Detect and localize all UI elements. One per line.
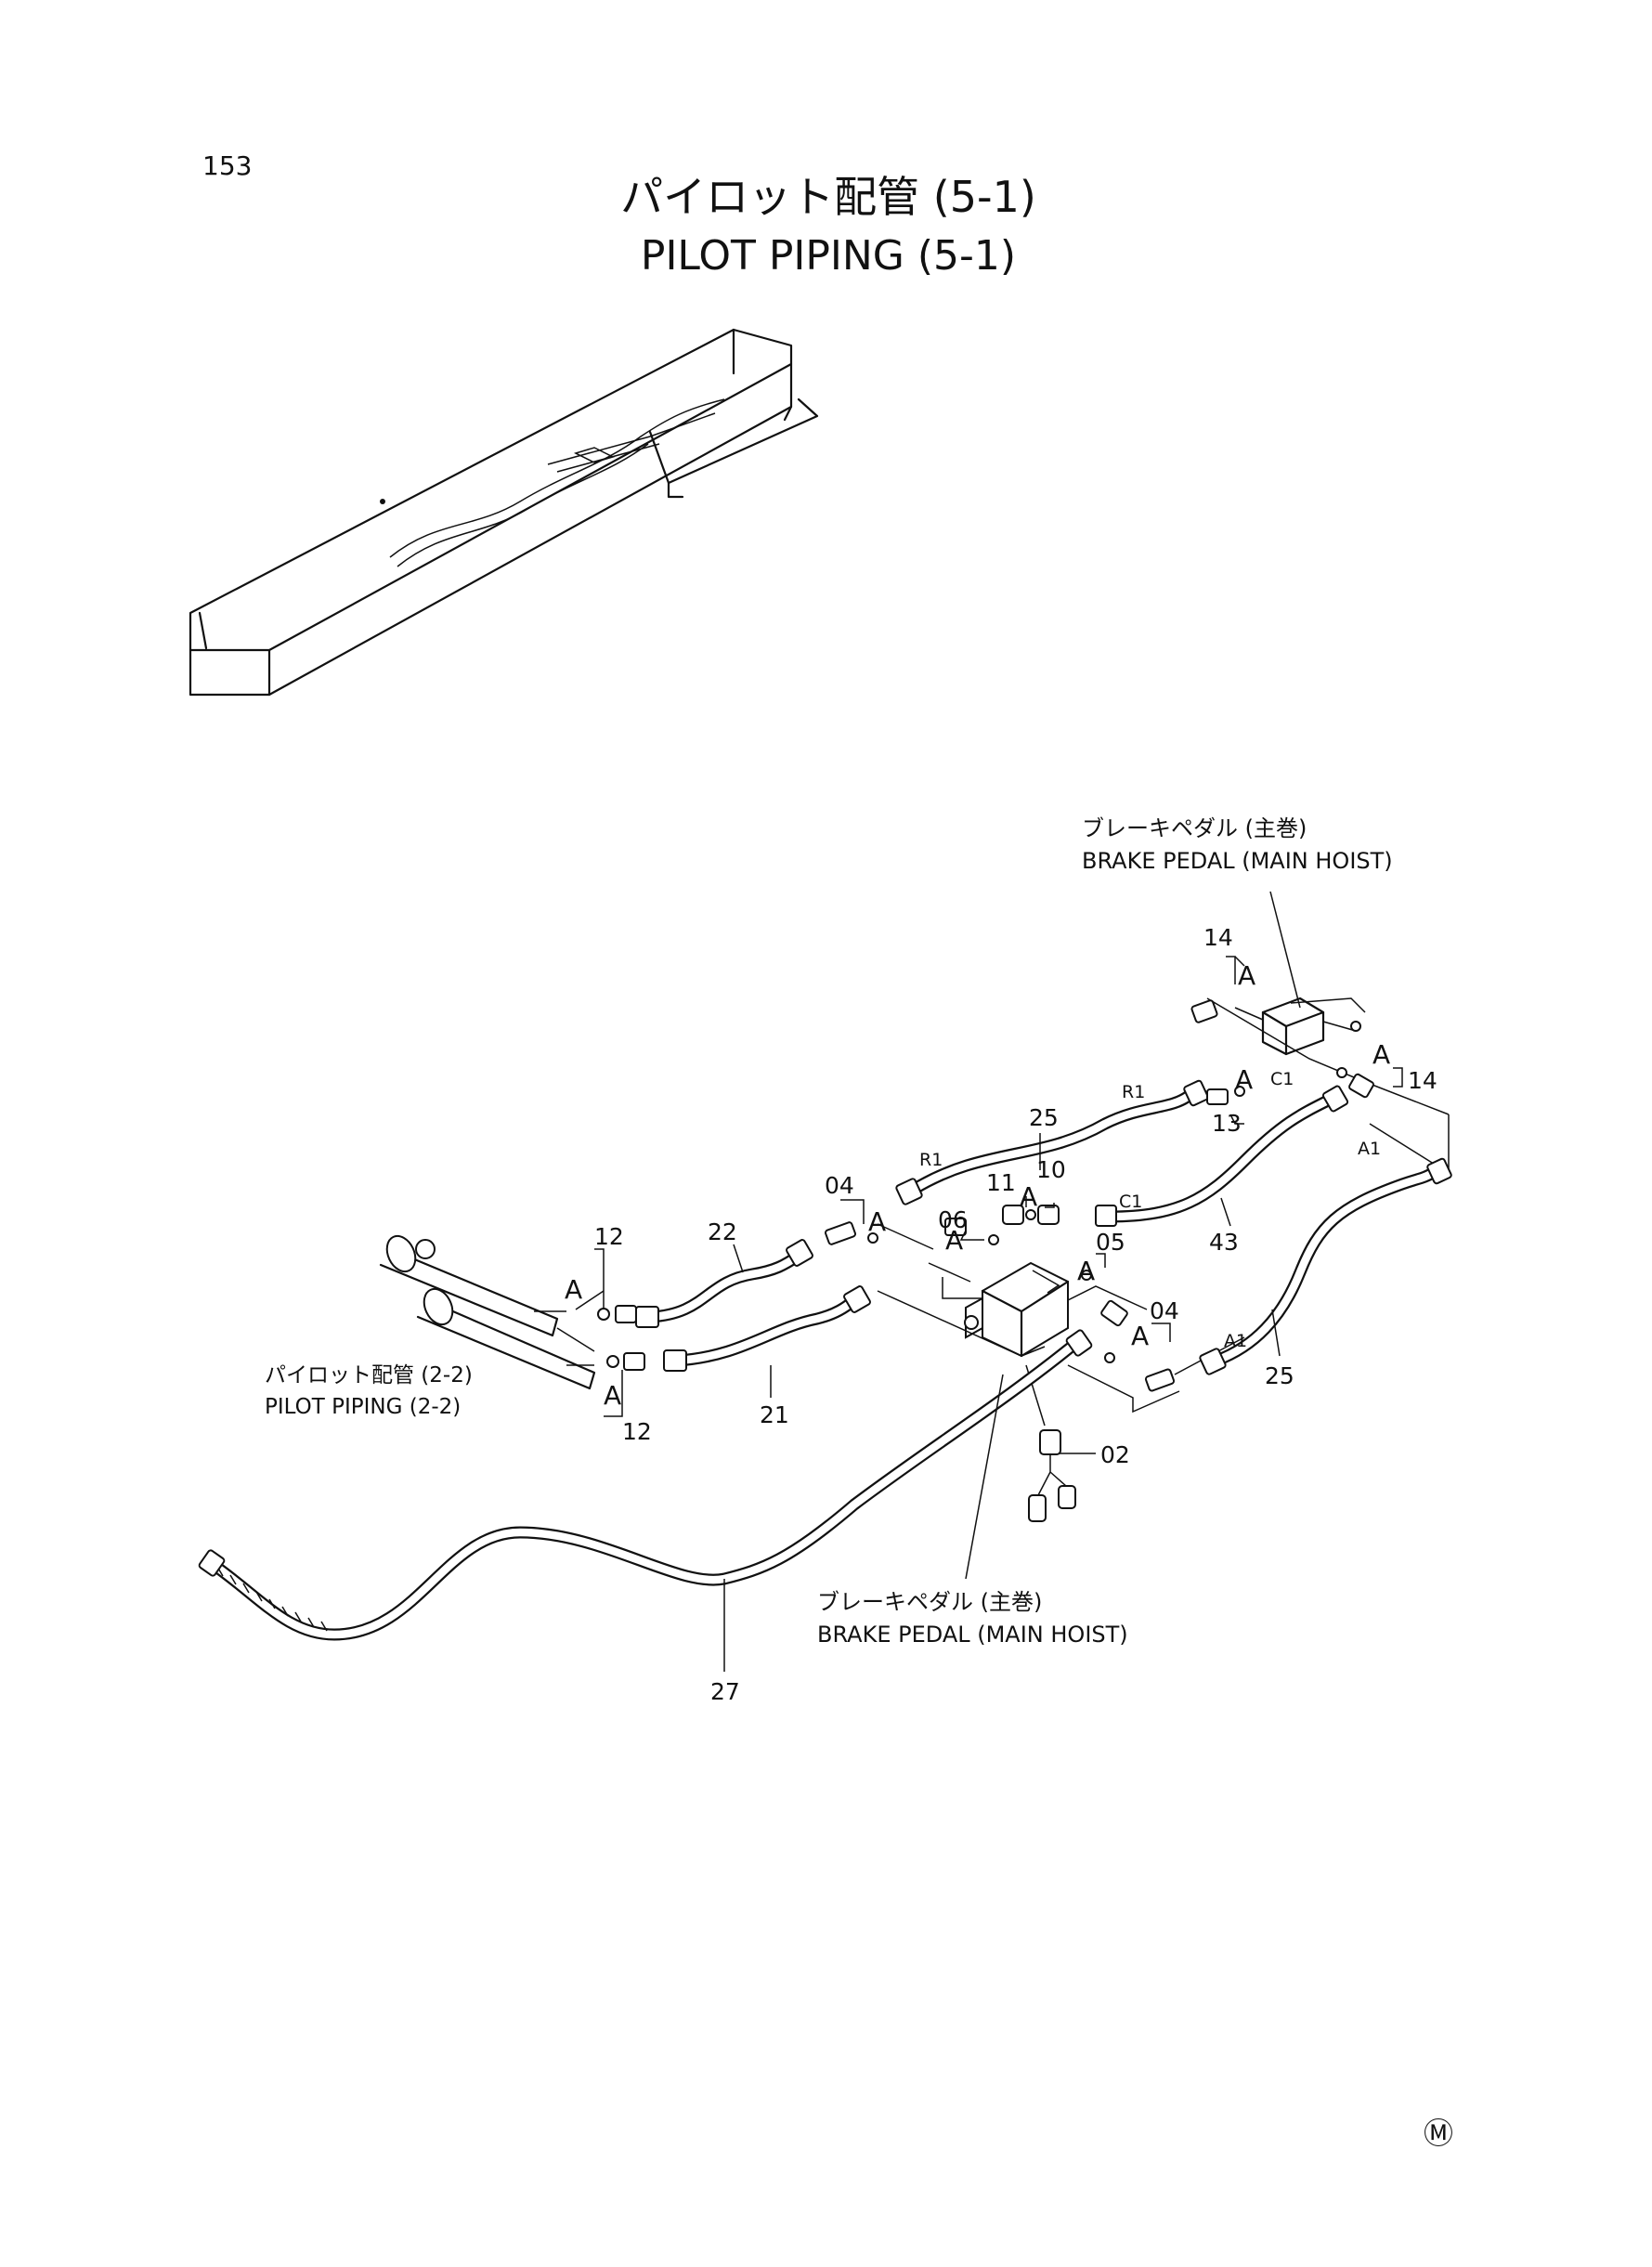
callout-43: 43 — [1209, 1229, 1239, 1256]
detail-marker-a: A — [945, 1225, 963, 1256]
callout-12-top: 12 — [594, 1223, 624, 1250]
brake-pedal-top-jp: ブレーキペダル (主巻) — [1082, 815, 1307, 841]
page-title-en: PILOT PIPING (5-1) — [641, 232, 1016, 280]
port-c1-top: C1 — [1270, 1069, 1294, 1089]
detail-marker-a: A — [1372, 1039, 1390, 1070]
corner-mark: Ⓜ — [1424, 2116, 1453, 2151]
detail-marker-a: A — [604, 1380, 621, 1411]
callout-11: 11 — [986, 1169, 1016, 1196]
hose-25-upper — [895, 1079, 1209, 1205]
hose-43 — [1095, 1085, 1349, 1227]
left-pipe-assembly — [379, 1234, 596, 1390]
callout-13: 13 — [1212, 1110, 1242, 1137]
detail-marker-a: A — [868, 1206, 886, 1237]
callout-04-left: 04 — [825, 1172, 854, 1199]
port-c1-mid: C1 — [1119, 1192, 1142, 1212]
fittings — [597, 999, 1374, 1522]
port-r1-top: R1 — [1122, 1082, 1145, 1102]
detail-marker-a: A — [1238, 960, 1255, 991]
detail-marker-a: A — [565, 1274, 582, 1305]
callout-12-bottom: 12 — [622, 1418, 652, 1445]
callout-21: 21 — [760, 1401, 789, 1428]
callout-leaders — [594, 956, 1403, 1672]
detail-marker-a: A — [1235, 1064, 1253, 1095]
hose-22 — [635, 1239, 813, 1328]
pilot-piping-ref-jp: パイロット配管 (2-2) — [265, 1363, 473, 1388]
hose-25-lower — [1199, 1157, 1452, 1375]
callout-27: 27 — [710, 1678, 740, 1705]
pilot-piping-ref-en: PILOT PIPING (2-2) — [265, 1395, 461, 1419]
brake-pedal-bottom-jp: ブレーキペダル (主巻) — [817, 1589, 1042, 1615]
hydraulic-piping-drawing — [198, 891, 1452, 1672]
hose-27 — [198, 1329, 1093, 1641]
callout-25-upper: 25 — [1029, 1104, 1059, 1131]
control-valve-block — [964, 1261, 1070, 1358]
brake-pedal-top-en: BRAKE PEDAL (MAIN HOIST) — [1082, 848, 1393, 874]
port-a1-right: A1 — [1358, 1139, 1381, 1159]
page-number: 153 — [202, 150, 252, 181]
callout-25-lower: 25 — [1265, 1362, 1294, 1389]
callout-04-right: 04 — [1150, 1297, 1179, 1324]
overview-housing-sketch — [189, 328, 819, 697]
port-r1-left: R1 — [919, 1150, 943, 1170]
detail-marker-a: A — [1131, 1321, 1149, 1351]
detail-marker-a: A — [1020, 1181, 1037, 1212]
port-a1-low: A1 — [1224, 1331, 1247, 1351]
callout-02: 02 — [1100, 1441, 1130, 1468]
callout-14-top: 14 — [1203, 924, 1233, 951]
page-title-jp: パイロット配管 (5-1) — [620, 172, 1036, 222]
callout-05: 05 — [1096, 1229, 1125, 1256]
brake-pedal-block-top — [1234, 997, 1366, 1056]
callout-10: 10 — [1036, 1156, 1066, 1183]
hose-21 — [663, 1285, 871, 1372]
leader-brake-pedal-top — [1269, 891, 1301, 1009]
brake-pedal-bottom-en: BRAKE PEDAL (MAIN HOIST) — [817, 1622, 1128, 1648]
callout-06: 06 — [938, 1206, 968, 1233]
callout-22: 22 — [708, 1218, 737, 1245]
callout-14-right: 14 — [1408, 1067, 1437, 1094]
detail-marker-a: A — [1077, 1256, 1095, 1286]
